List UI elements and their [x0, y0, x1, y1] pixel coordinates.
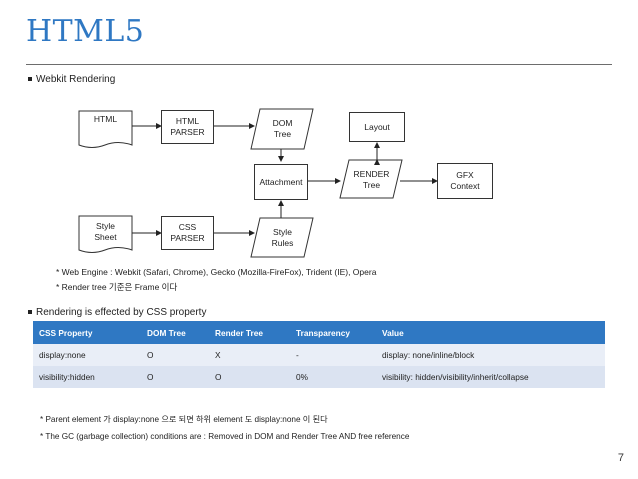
attachment-node: Attachment	[254, 164, 308, 200]
column-header: Transparency	[290, 321, 376, 344]
table-row: visibility:hidden O O 0% visibility: hid…	[33, 366, 605, 388]
css-parser-node: CSS PARSER	[161, 216, 214, 250]
table-cell: visibility:hidden	[33, 366, 141, 388]
html-node: HTML	[93, 113, 118, 124]
column-header: CSS Property	[33, 321, 141, 344]
table-row: display:none O X - display: none/inline/…	[33, 344, 605, 366]
table-cell: X	[209, 344, 290, 366]
note-web-engine: * Web Engine : Webkit (Safari, Chrome), …	[56, 267, 377, 277]
dom-tree-node: DOM Tree	[272, 118, 293, 139]
page-title: HTML5	[26, 14, 145, 49]
render-tree-shape	[339, 159, 403, 199]
render-tree-node: RENDER Tree	[353, 168, 390, 190]
table-cell: O	[141, 344, 209, 366]
css-property-table: CSS Property DOM Tree Render Tree Transp…	[33, 321, 605, 388]
title-divider	[26, 64, 612, 65]
style-sheet-document-shape	[78, 215, 133, 253]
table-cell: -	[290, 344, 376, 366]
footnote-display-none: * Parent element 가 display:none 으로 되면 하위…	[40, 415, 328, 424]
style-rules-shape	[250, 217, 314, 258]
section-css-property: Rendering is effected by CSS property	[28, 307, 206, 318]
style-sheet-node: Style Sheet	[94, 221, 117, 242]
page-number: 7	[617, 452, 624, 464]
table-cell: O	[209, 366, 290, 388]
table-cell: O	[141, 366, 209, 388]
table-cell: 0%	[290, 366, 376, 388]
section-webkit-rendering-label: Webkit Rendering	[36, 74, 116, 85]
bullet-square-icon	[28, 77, 32, 82]
section-css-property-label: Rendering is effected by CSS property	[36, 307, 207, 318]
column-header: Value	[376, 321, 605, 344]
table-cell: display: none/inline/block	[376, 344, 605, 366]
style-rules-node: Style Rules	[271, 227, 294, 248]
column-header: DOM Tree	[141, 321, 209, 344]
gfx-context-node: GFX Context	[437, 163, 493, 199]
layout-node: Layout	[349, 112, 405, 142]
section-webkit-rendering: Webkit Rendering	[28, 74, 115, 85]
bullet-square-icon	[28, 310, 32, 315]
dom-tree-shape	[250, 108, 314, 150]
table-header-row: CSS Property DOM Tree Render Tree Transp…	[33, 321, 605, 344]
html-parser-node: HTML PARSER	[161, 110, 214, 144]
footnote-gc-conditions: * The GC (garbage collection) conditions…	[40, 432, 410, 441]
table-cell: visibility: hidden/visibility/inherit/co…	[376, 366, 605, 388]
column-header: Render Tree	[209, 321, 290, 344]
table-cell: display:none	[33, 344, 141, 366]
html-document-shape	[78, 110, 133, 148]
note-render-tree: * Render tree 기준은 Frame 이다	[56, 282, 178, 292]
